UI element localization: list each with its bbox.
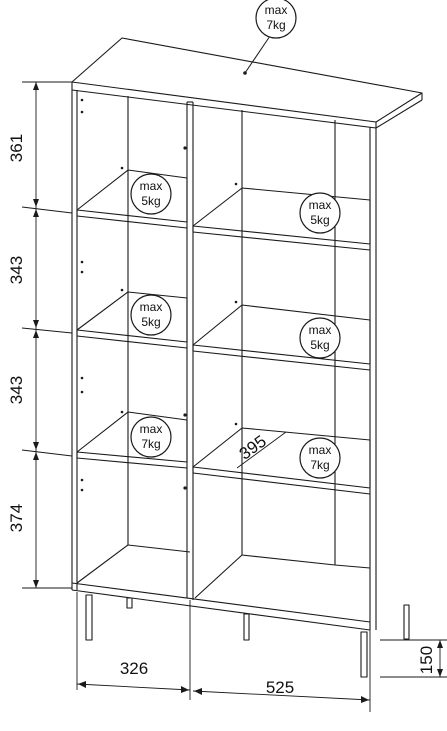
load-badge-right-1: max 5kg: [299, 192, 341, 234]
dim-height-mid2: 343: [7, 376, 26, 404]
legs: [85, 594, 410, 678]
svg-text:5kg: 5kg: [310, 338, 329, 352]
center-divider: [186, 101, 194, 600]
svg-text:max: max: [265, 3, 288, 17]
dim-height-top: 361: [7, 134, 26, 162]
svg-text:7kg: 7kg: [141, 437, 160, 451]
svg-text:max: max: [140, 422, 163, 436]
dim-height-mid1: 343: [7, 256, 26, 284]
svg-text:max: max: [140, 300, 163, 314]
shelves-right: [192, 187, 371, 495]
load-badge-left-1: max 5kg: [130, 173, 172, 215]
dim-leg-height: 150: [417, 646, 436, 674]
svg-text:7kg: 7kg: [310, 458, 329, 472]
svg-text:5kg: 5kg: [310, 213, 329, 227]
top-panel: [71, 37, 423, 129]
svg-text:max: max: [309, 198, 332, 212]
dim-width-right: 525: [266, 678, 294, 697]
load-badge-left-2: max 5kg: [130, 294, 172, 336]
svg-text:max: max: [309, 443, 332, 457]
load-badge-left-3: max 7kg: [130, 416, 172, 458]
svg-text:5kg: 5kg: [141, 315, 160, 329]
dim-width-left: 326: [120, 659, 148, 678]
load-badge-right-3: max 7kg: [299, 437, 341, 479]
load-badge-right-2: max 5kg: [299, 317, 341, 359]
svg-text:7kg: 7kg: [266, 18, 285, 32]
dim-height-bottom: 374: [7, 504, 26, 532]
dim-shelf-depth: 395: [236, 432, 270, 464]
shelves-left: [76, 169, 188, 469]
load-badge-top: max 7kg: [255, 0, 297, 39]
svg-text:5kg: 5kg: [141, 194, 160, 208]
svg-text:max: max: [309, 323, 332, 337]
shelf-pins: [80, 98, 238, 492]
svg-text:max: max: [140, 179, 163, 193]
